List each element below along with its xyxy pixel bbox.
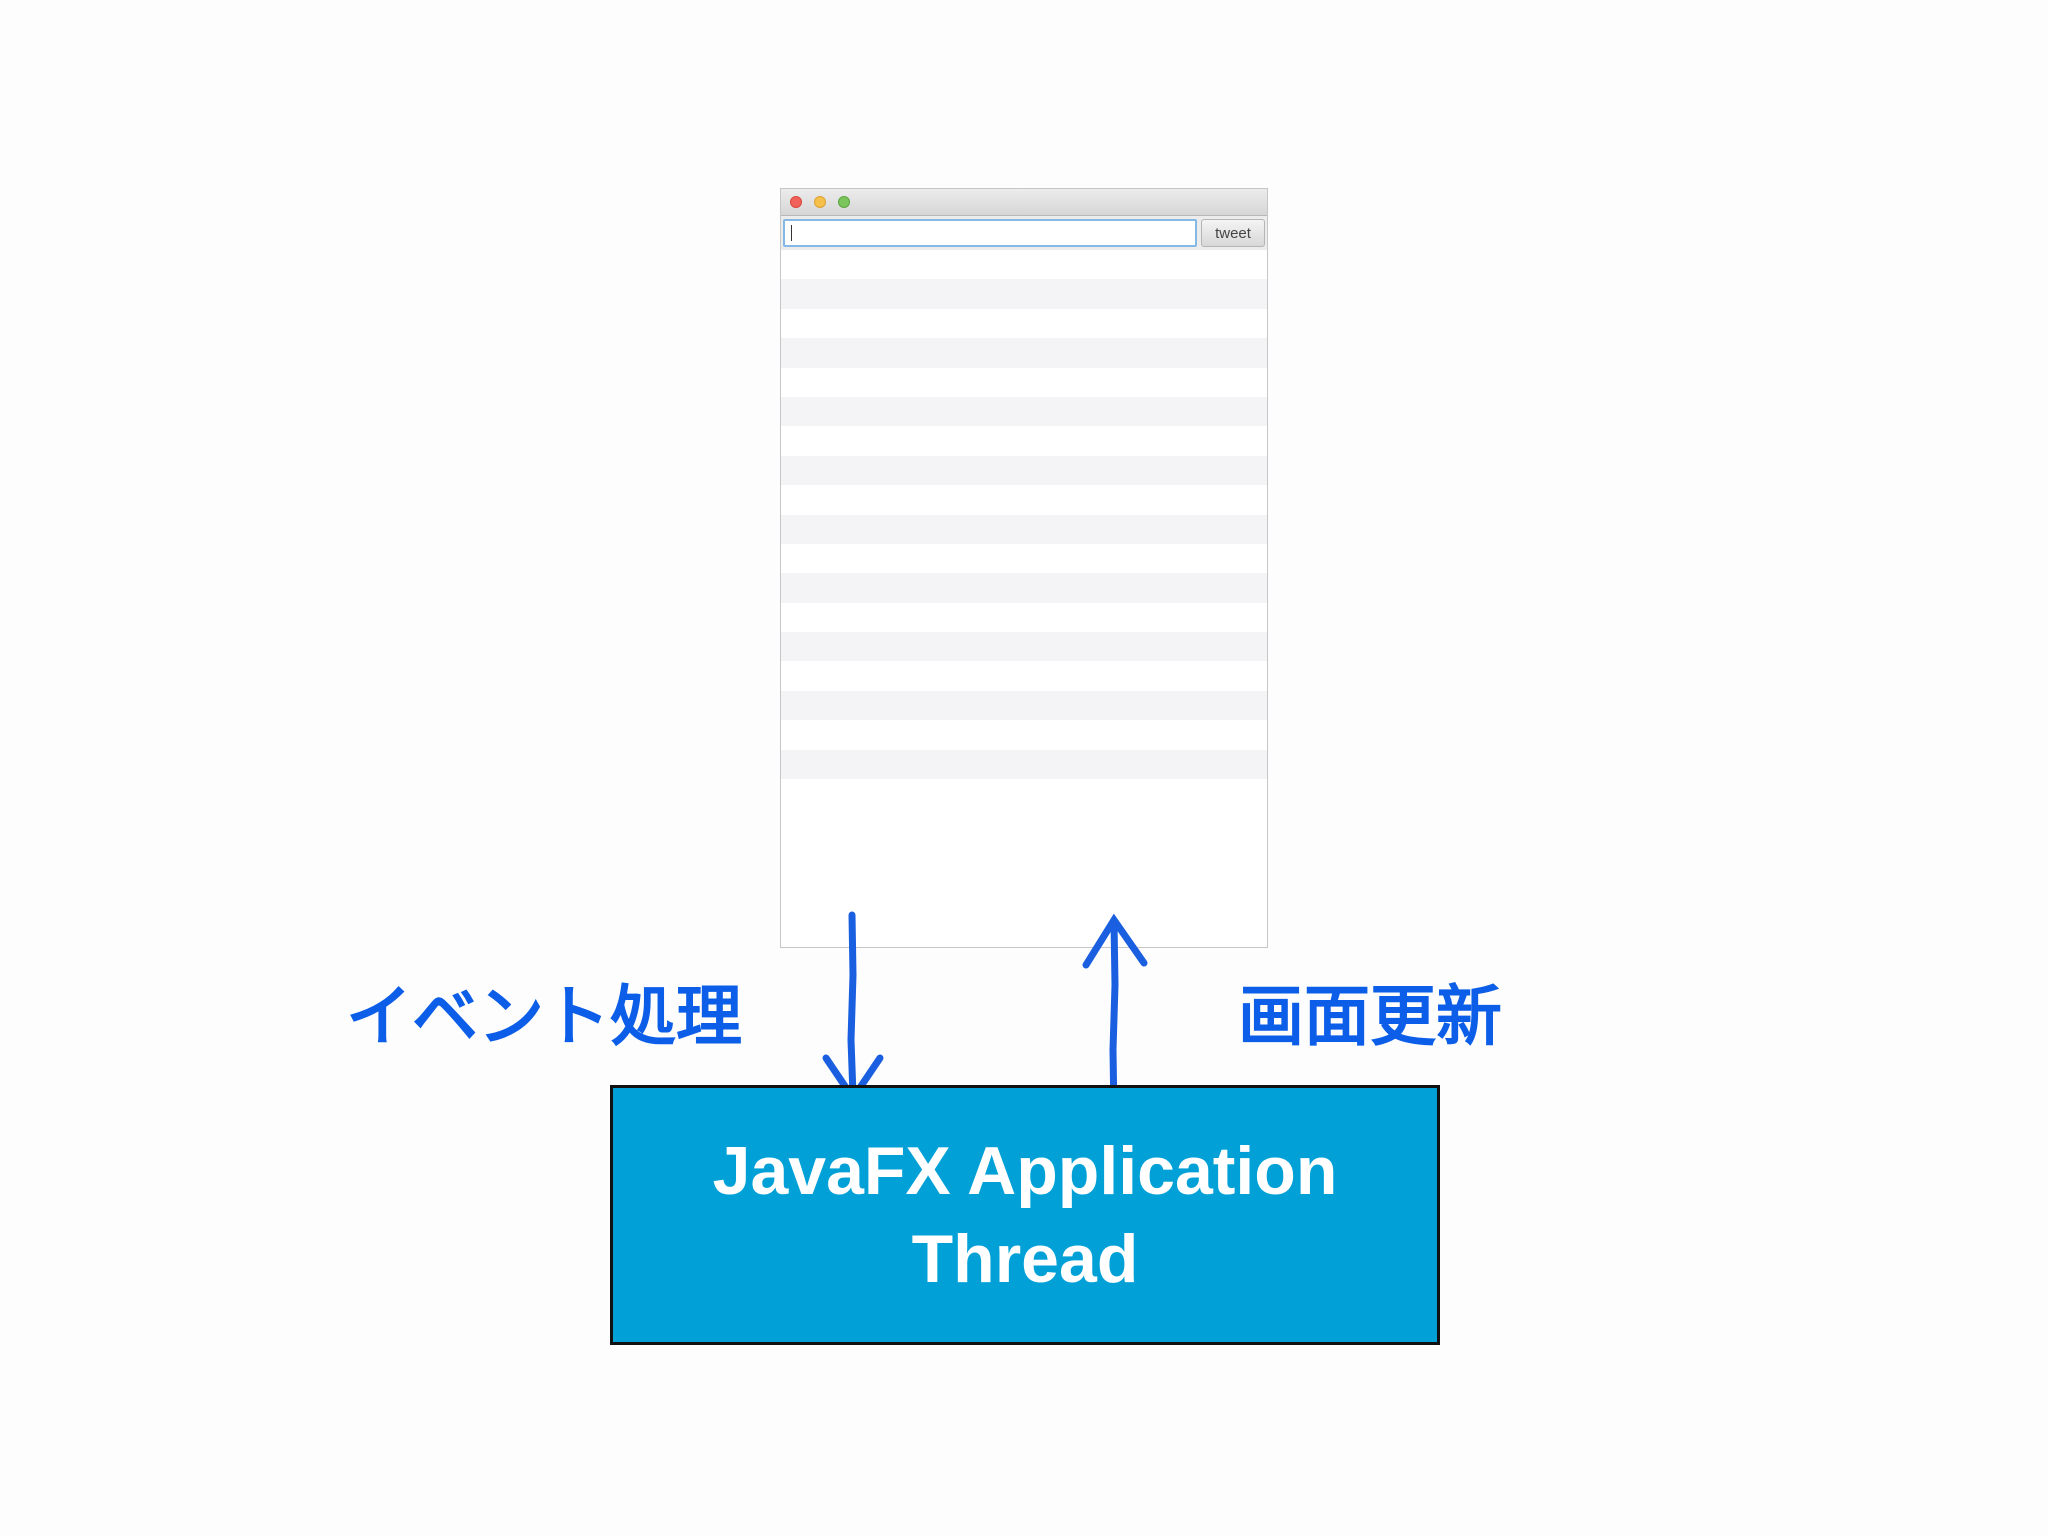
- list-row[interactable]: [781, 543, 1267, 574]
- text-caret: [791, 225, 792, 241]
- list-row[interactable]: [781, 396, 1267, 427]
- list-row[interactable]: [781, 250, 1267, 280]
- minimize-window-icon[interactable]: [814, 196, 826, 208]
- list-row[interactable]: [781, 690, 1267, 721]
- list-row[interactable]: [781, 514, 1267, 544]
- maximize-window-icon[interactable]: [838, 196, 850, 208]
- javafx-application-thread-box: JavaFX Application Thread: [610, 1085, 1440, 1345]
- list-row[interactable]: [781, 749, 1267, 780]
- list-row[interactable]: [781, 573, 1267, 603]
- tweet-toolbar: tweet: [781, 216, 1267, 251]
- list-row[interactable]: [781, 455, 1267, 486]
- list-row[interactable]: [781, 720, 1267, 750]
- app-window: tweet: [780, 188, 1268, 948]
- thread-box-line-1: JavaFX Application: [712, 1133, 1338, 1209]
- title-bar: [781, 189, 1267, 216]
- list-row[interactable]: [781, 602, 1267, 633]
- list-row[interactable]: [781, 485, 1267, 515]
- screen-update-label: 画面更新: [1238, 978, 1502, 1055]
- list-row[interactable]: [781, 308, 1267, 339]
- thread-box-line-2: Thread: [911, 1221, 1139, 1297]
- tweet-list[interactable]: [781, 250, 1267, 947]
- list-row[interactable]: [781, 661, 1267, 691]
- list-row[interactable]: [781, 279, 1267, 309]
- close-window-icon[interactable]: [790, 196, 802, 208]
- tweet-input[interactable]: [783, 219, 1197, 247]
- list-row[interactable]: [781, 632, 1267, 662]
- event-processing-label: イベント処理: [346, 978, 742, 1055]
- list-row[interactable]: [781, 338, 1267, 368]
- list-row[interactable]: [781, 426, 1267, 456]
- list-row[interactable]: [781, 367, 1267, 397]
- tweet-button[interactable]: tweet: [1201, 219, 1265, 247]
